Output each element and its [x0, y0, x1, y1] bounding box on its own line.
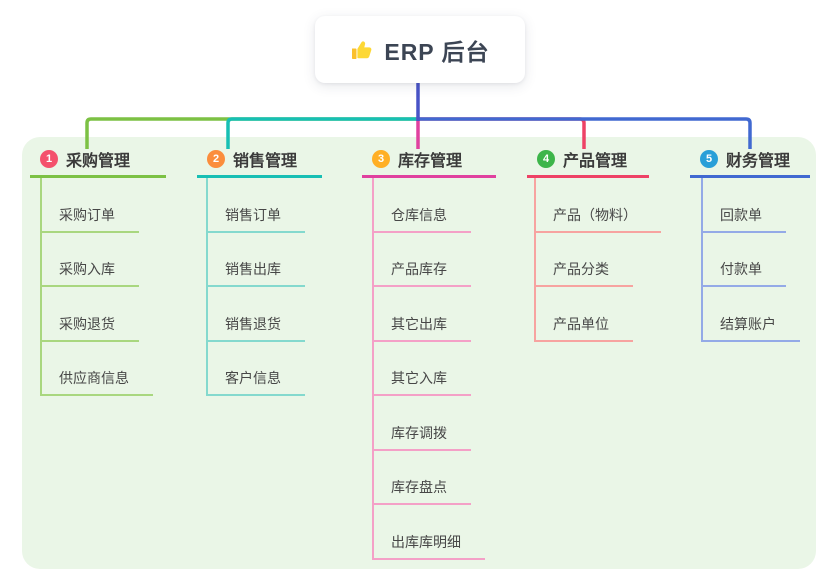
branch-node-5[interactable]: 5 财务管理 — [690, 142, 810, 178]
child-node[interactable]: 库存盘点 — [374, 477, 471, 505]
child-row: 其它入库 — [374, 342, 496, 396]
branch-node-label: 采购管理 — [66, 152, 131, 170]
child-node[interactable]: 产品库存 — [374, 259, 471, 287]
child-row: 采购订单 — [42, 178, 166, 233]
child-row: 供应商信息 — [42, 342, 166, 396]
child-row: 产品库存 — [374, 233, 496, 287]
branch-column-2: 2 销售管理销售订单销售出库销售退货客户信息 — [197, 142, 322, 396]
child-node[interactable]: 付款单 — [703, 259, 786, 287]
child-node[interactable]: 其它出库 — [374, 314, 471, 342]
child-node[interactable]: 其它入库 — [374, 368, 471, 396]
branch-number-badge: 2 — [207, 149, 225, 168]
branch-node-label: 产品管理 — [563, 152, 628, 170]
branch-column-3: 3 库存管理仓库信息产品库存其它出库其它入库库存调拨库存盘点出库库明细 — [362, 142, 496, 560]
branch-node-label: 库存管理 — [398, 152, 463, 170]
child-node[interactable]: 产品（物料） — [536, 205, 661, 233]
branch-children: 回款单付款单结算账户 — [701, 178, 810, 342]
child-row: 结算账户 — [703, 287, 810, 342]
child-node[interactable]: 仓库信息 — [374, 205, 471, 233]
branch-children: 采购订单采购入库采购退货供应商信息 — [40, 178, 166, 396]
child-row: 出库库明细 — [374, 505, 496, 560]
branch-number-badge: 4 — [537, 149, 555, 168]
branch-number-badge: 5 — [700, 149, 718, 168]
child-node[interactable]: 销售退货 — [208, 314, 305, 342]
branch-column-5: 5 财务管理回款单付款单结算账户 — [690, 142, 810, 342]
child-row: 仓库信息 — [374, 178, 496, 233]
child-node[interactable]: 客户信息 — [208, 368, 305, 396]
child-node[interactable]: 采购退货 — [42, 314, 139, 342]
child-row: 销售出库 — [208, 233, 322, 287]
child-row: 库存调拨 — [374, 396, 496, 451]
child-row: 产品（物料） — [536, 178, 661, 233]
child-node[interactable]: 结算账户 — [703, 314, 800, 342]
branch-column-4: 4 产品管理产品（物料） 产品分类产品单位 — [527, 142, 661, 342]
branch-node-4[interactable]: 4 产品管理 — [527, 142, 649, 178]
child-row: 采购入库 — [42, 233, 166, 287]
thumbs-up-icon — [352, 40, 372, 59]
child-row: 产品单位 — [536, 287, 661, 342]
branch-node-2[interactable]: 2 销售管理 — [197, 142, 322, 178]
child-node[interactable]: 销售出库 — [208, 259, 305, 287]
child-node[interactable]: 产品分类 — [536, 259, 633, 287]
branch-node-1[interactable]: 1 采购管理 — [30, 142, 166, 178]
branch-number-badge: 1 — [40, 149, 58, 168]
child-node[interactable]: 供应商信息 — [42, 368, 153, 396]
child-row: 回款单 — [703, 178, 810, 233]
branch-node-label: 销售管理 — [233, 152, 298, 170]
child-node[interactable]: 产品单位 — [536, 314, 633, 342]
child-row: 销售退货 — [208, 287, 322, 342]
branch-number-badge: 3 — [372, 149, 390, 168]
branch-children: 仓库信息产品库存其它出库其它入库库存调拨库存盘点出库库明细 — [372, 178, 496, 560]
child-row: 采购退货 — [42, 287, 166, 342]
branches-background-panel — [22, 137, 816, 569]
branch-node-3[interactable]: 3 库存管理 — [362, 142, 496, 178]
child-row: 其它出库 — [374, 287, 496, 342]
child-row: 库存盘点 — [374, 451, 496, 505]
child-node[interactable]: 销售订单 — [208, 205, 305, 233]
branch-node-label: 财务管理 — [726, 152, 791, 170]
child-node[interactable]: 回款单 — [703, 205, 786, 233]
branch-children: 销售订单销售出库销售退货客户信息 — [206, 178, 322, 396]
child-node[interactable]: 采购入库 — [42, 259, 139, 287]
child-row: 产品分类 — [536, 233, 661, 287]
child-row: 销售订单 — [208, 178, 322, 233]
root-node-label: ERP 后台 — [384, 38, 490, 65]
child-row: 客户信息 — [208, 342, 322, 396]
child-node[interactable]: 出库库明细 — [374, 532, 485, 560]
child-node[interactable]: 库存调拨 — [374, 423, 471, 451]
child-node[interactable]: 采购订单 — [42, 205, 139, 233]
child-row: 付款单 — [703, 233, 810, 287]
branch-column-1: 1 采购管理采购订单采购入库采购退货供应商信息 — [30, 142, 166, 396]
root-node[interactable]: ERP 后台 — [315, 16, 525, 83]
branch-children: 产品（物料） 产品分类产品单位 — [534, 178, 661, 342]
